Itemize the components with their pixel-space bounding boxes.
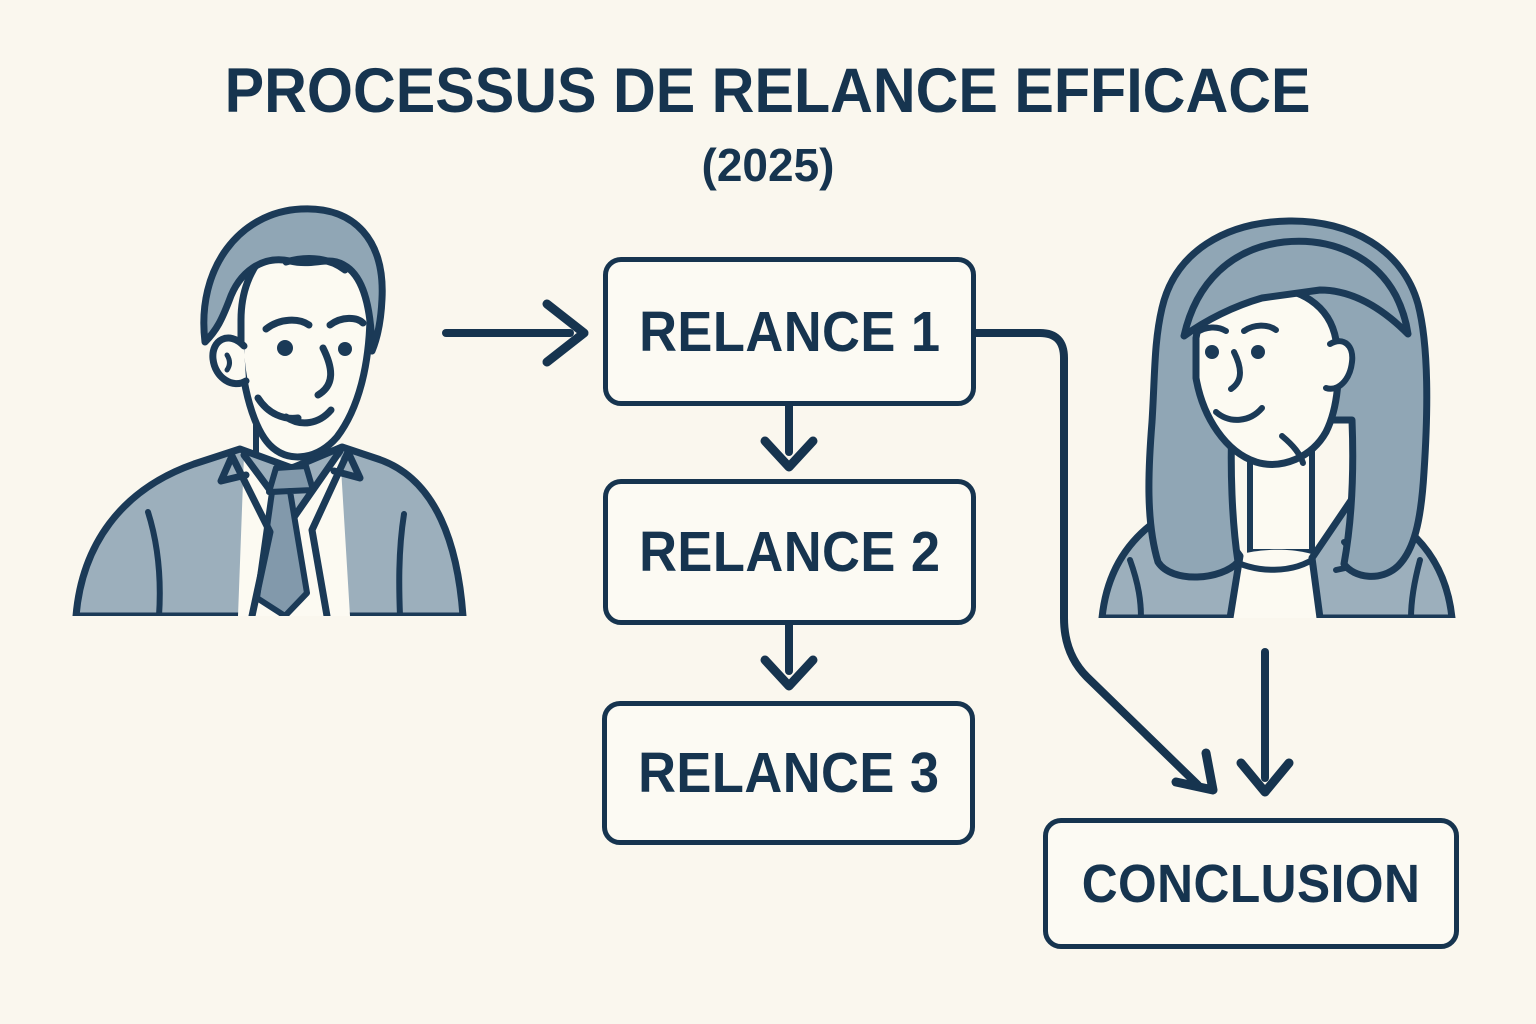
man-illustration xyxy=(72,205,467,616)
flow-box-relance-1: RELANCE 1 xyxy=(603,257,976,406)
arrow-woman-to-conclusion xyxy=(1236,648,1294,797)
woman-illustration xyxy=(1098,217,1456,618)
page-subtitle-text: (2025) xyxy=(701,139,835,191)
arrow-relance2-to-relance3 xyxy=(760,616,818,691)
page-title-text: PROCESSUS DE RELANCE EFFICACE xyxy=(225,56,1311,126)
page-title: PROCESSUS DE RELANCE EFFICACE xyxy=(0,60,1536,123)
flow-box-relance-2: RELANCE 2 xyxy=(603,479,976,625)
flow-box-label: RELANCE 1 xyxy=(638,299,941,364)
flow-box-label: CONCLUSION xyxy=(1081,853,1421,914)
flow-box-conclusion: CONCLUSION xyxy=(1043,818,1459,949)
flow-box-label: RELANCE 2 xyxy=(638,520,941,584)
flow-box-label: RELANCE 3 xyxy=(637,741,940,805)
arrow-man-to-relance1 xyxy=(442,299,589,367)
arrow-relance1-to-relance2 xyxy=(760,397,818,472)
flow-box-relance-3: RELANCE 3 xyxy=(602,701,975,845)
page-subtitle: (2025) xyxy=(0,142,1536,188)
arrow-relance1-to-conclusion xyxy=(968,329,1218,795)
